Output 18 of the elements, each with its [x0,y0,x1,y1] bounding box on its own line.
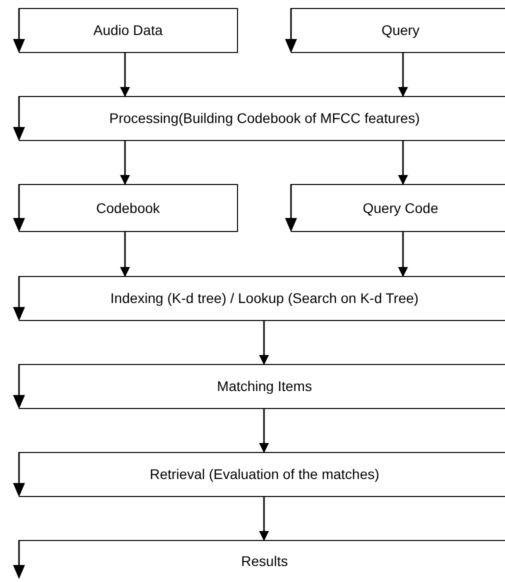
arrow [259,409,269,453]
box-label: Audio Data [93,21,163,40]
arrow [398,141,408,185]
arrow [259,497,269,541]
box-label: Results [241,552,288,570]
arrow [398,53,408,97]
box-label: Retrieval (Evaluation of the matches) [150,465,380,484]
arrow [120,232,130,277]
box-label: Query Code [362,198,438,218]
box-label: Query [381,21,420,40]
box-label: Indexing (K-d tree) / Lookup (Search on K-d Tree) [110,289,419,308]
box-label: Processing(Building Codebook of MFCC features) [109,109,420,128]
arrow [398,232,408,277]
arrow [120,141,130,185]
arrow [259,321,269,365]
box-label: Codebook [96,198,160,218]
arrow [120,53,130,97]
box-label: Matching Items [217,377,312,396]
